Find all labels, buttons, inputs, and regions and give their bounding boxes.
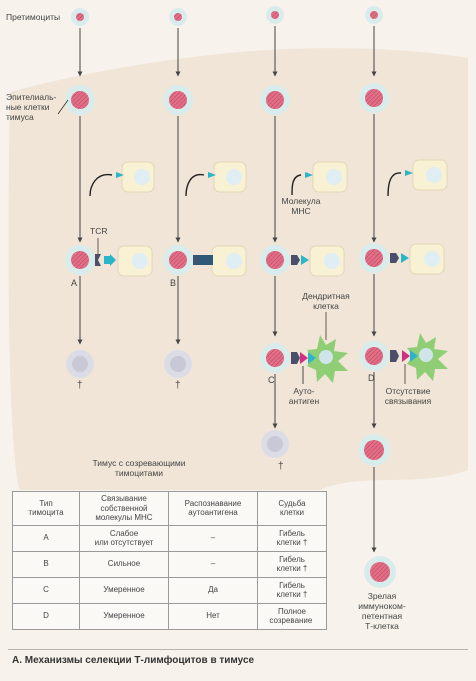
cell-binding: Слабое или отсутствует [79,524,169,552]
cell-fate: Гибель клетки † [257,524,327,552]
mhc-molecule [301,255,309,265]
death-dagger-b: † [175,380,181,391]
fate-text: Гибель клетки [276,580,305,600]
label-precursors: Претимоциты [6,12,61,22]
figure-caption: А. Механизмы селекции Т-лимфоцитов в тим… [12,655,255,666]
tcr-receptor [291,255,300,265]
cell-recognition: – [168,524,258,552]
autoantigen-marker [402,350,410,362]
tcr-mhc-strong-binding [193,255,213,265]
cell-fate: Гибель клетки † [257,550,327,578]
label-mhc-molecule: Молекула МНС [281,196,321,216]
death-dagger-a: † [77,380,83,391]
cell-recognition: Да [168,576,258,604]
tcr-receptor [95,254,101,266]
cell-type: D [12,602,80,630]
caption-divider [8,649,468,650]
mhc-molecule [401,253,409,263]
column-c [260,6,348,458]
death-dagger-c: † [278,461,284,472]
table-header: Связывание собственной молекулы МНС [79,491,169,526]
column-d [358,6,448,588]
autoantigen-marker [300,352,308,364]
label-no-binding: Отсутствие связывания [384,386,432,406]
cell-binding: Умеренное [79,576,169,604]
cell-recognition: – [168,550,258,578]
table-header: Судьба клетки [257,491,327,526]
table-header: Распознавание аутоантигена [168,491,258,526]
cell-type: A [12,524,80,552]
table-row: A Слабое или отсутствует – Гибель клетки… [12,524,327,552]
column-b [163,8,247,378]
label-dendritic-cell: Дендритная клетка [302,291,350,311]
letter-d: D [368,373,375,383]
table-row: C Умеренное Да Гибель клетки † [12,576,327,604]
death-dagger: † [302,590,308,599]
cell-recognition: Нет [168,602,258,630]
cell-type: C [12,576,80,604]
table-row: B Сильное – Гибель клетки † [12,550,327,578]
tcr-receptor [390,253,399,263]
table-header: Тип тимоцита [12,491,80,526]
fate-text: Гибель клетки [276,528,305,548]
cell-type: B [12,550,80,578]
label-autoantigen: Ауто- антиген [288,386,320,406]
death-dagger: † [302,564,308,573]
mhc-molecule [308,352,316,364]
mhc-molecule [104,254,116,266]
label-tcr: TCR [90,226,108,236]
column-a [65,8,155,378]
fate-text: Гибель клетки [276,554,305,574]
cell-binding: Сильное [79,550,169,578]
table-row: D Умеренное Нет Полное созревание [12,602,327,630]
cell-fate: Гибель клетки † [257,576,327,604]
tcr-receptor [390,350,399,362]
cell-fate: Полное созревание [257,602,327,630]
letter-c: C [268,375,275,385]
letter-b: B [170,278,177,288]
death-dagger: † [302,538,308,547]
label-epithelial-cells: Эпителиаль- ные клетки тимуса [6,92,57,122]
thymocyte-fate-table: Тип тимоцита Связывание собственной моле… [12,491,327,630]
label-thymus-maturing: Тимус с созревающими тимоцитами [92,458,186,478]
cell-binding: Умеренное [79,602,169,630]
fate-text: Полное созревание [269,606,313,626]
label-mature-t-cell: Зрелая иммуноком- петентная Т-клетка [358,591,406,631]
letter-a: A [71,278,78,288]
tcr-receptor [291,352,300,364]
mhc-molecule [410,350,418,362]
table-header-row: Тип тимоцита Связывание собственной моле… [12,491,327,526]
